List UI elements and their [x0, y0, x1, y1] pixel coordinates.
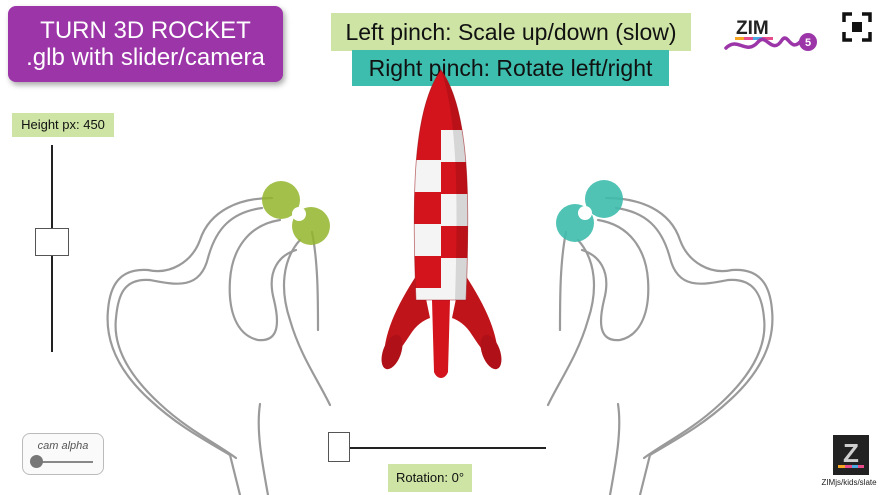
rotation-label: Rotation: 0° [388, 464, 472, 492]
height-slider-knob[interactable] [35, 228, 69, 256]
left-pinch-markers [262, 181, 330, 245]
cam-alpha-knob[interactable] [30, 455, 43, 468]
fullscreen-icon[interactable] [842, 12, 872, 42]
rocket-body [414, 70, 468, 300]
title-card: TURN 3D ROCKET .glb with slider/camera [8, 6, 283, 82]
rocket-model [381, 69, 502, 378]
right-pinch-markers [556, 180, 623, 242]
right-hand-outline [546, 196, 774, 495]
version-badge: 5 [805, 37, 811, 49]
zim-logo[interactable]: ZIM 5 [720, 12, 820, 56]
slate-caption: ZIMjs/kids/slate [821, 478, 877, 487]
height-label: Height px: 450 [12, 113, 114, 137]
right-pinch-instruction: Right pinch: Rotate left/right [352, 50, 669, 86]
rotation-slider-knob[interactable] [328, 432, 350, 462]
rocket-fin-center [432, 300, 450, 378]
right-pinch-point [578, 206, 592, 220]
cam-alpha-track[interactable] [35, 461, 93, 463]
left-hand-outline [106, 196, 332, 495]
slate-letter: Z [843, 438, 859, 468]
left-marker-index [262, 181, 300, 219]
title-line-2: .glb with slider/camera [26, 44, 265, 71]
left-pinch-point [292, 207, 306, 221]
cam-alpha-label: cam alpha [37, 440, 89, 452]
cam-alpha-control[interactable]: cam alpha [22, 433, 104, 475]
zim-logo-text: ZIM [736, 18, 769, 39]
right-marker-index [585, 180, 623, 218]
title-line-1: TURN 3D ROCKET [40, 17, 251, 44]
rotation-slider-track[interactable] [333, 447, 546, 449]
slate-logo[interactable]: Z [833, 435, 869, 475]
left-pinch-instruction: Left pinch: Scale up/down (slow) [331, 13, 691, 51]
